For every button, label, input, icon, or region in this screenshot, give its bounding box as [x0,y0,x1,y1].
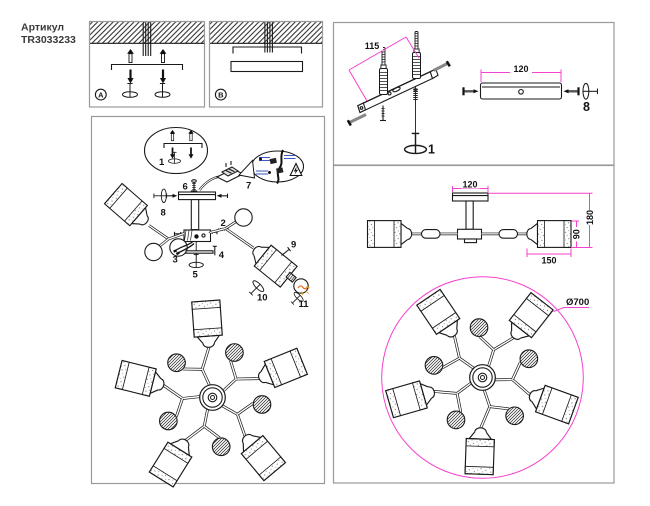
part-number-7: 7 [246,181,251,192]
cross-bar [479,82,563,100]
dim-shade-150: 150 [526,248,572,266]
hardware-panel: 1 115 8 120 [332,21,615,166]
arm-screw-left [346,113,367,127]
exploded-view-panel: 1 7 6 [90,115,326,488]
bracket-dimension-115: 115 [348,36,420,102]
decor-ball-top [252,395,272,414]
bar-dimension-120: 120 [480,64,562,82]
wire-bundle [142,22,152,56]
part-number-10: 10 [257,293,268,304]
anchor-quantity: 1 [428,143,435,157]
bracket-screw-below [380,105,386,122]
callout-wiring-detail [238,149,305,185]
canopy-side-screw-right [216,193,229,198]
part-number-4: 4 [219,250,225,261]
canopy-plate [177,191,217,201]
part-number-3: 3 [173,255,178,266]
part-number-5: 5 [193,270,199,281]
machine-screw [413,88,418,101]
article-label: Артикул [21,22,64,34]
decor-ball [144,242,163,262]
dimensions-panel: 120 150 90 180 Ø700 [332,164,615,484]
screw-quantity: 8 [583,100,590,114]
dim-canopy-120: 120 [452,180,489,192]
ceiling-hatch [90,22,204,44]
part-number-1: 1 [159,157,165,168]
dim-120-bar: 120 [513,64,528,74]
decor-ball-side [420,229,441,239]
panel-a-badge [94,88,107,101]
dim-120: 120 [462,180,477,190]
dim-total-180: 180 [488,192,595,248]
ceiling-hatch [210,22,322,44]
decor-ball-top [519,349,539,369]
bottom-cover-bar [185,250,214,254]
mounting-bracket-line [163,142,203,148]
diameter-circle: Ø700 [381,276,589,479]
dim-115: 115 [365,41,380,51]
mounting-bracket-line [232,46,303,54]
part-number-11: 11 [299,299,310,310]
panel-a-letter: A [98,90,104,99]
right-arm [209,219,255,250]
part-number-2: 2 [221,218,226,229]
article-code: TR3033233 [21,34,76,46]
arm-screw-right [432,60,451,72]
light-bulb [285,271,310,296]
decor-ball [234,208,253,227]
callout-anchor-detail [143,126,209,175]
decor-ball-top [505,406,524,426]
decor-ball-top [225,343,244,362]
decor-ball-side [498,229,519,239]
stem-tube [190,199,200,231]
wire-ball-detail [169,238,195,257]
panel-b-badge [214,88,227,101]
panel-a-mounting-diagram: A [88,20,206,108]
panel-b-letter: B [218,90,224,99]
hub-cap [463,238,478,244]
panel-b-mounting-diagram: B [208,20,324,108]
canopy-plate [230,60,304,73]
part-number-8: 8 [161,208,166,219]
dim-150: 150 [541,256,556,266]
decor-ball-top [446,410,466,430]
cover-screw [212,245,217,256]
hub-plate [183,229,212,243]
filament [297,285,308,290]
bar-screw-left [462,87,479,96]
bar-screw-right [563,87,580,96]
shade-screw-9 [281,246,292,256]
mounting-bracket-line [110,63,184,70]
decor-ball-top [211,437,231,457]
stem-tube [465,200,474,230]
canopy-screw [190,179,198,192]
canopy-plate [451,192,489,202]
dim-90: 90 [572,229,582,239]
decor-ball-top [424,356,444,375]
dim-diameter: Ø700 [566,297,589,308]
decor-ball-top [159,411,178,431]
dim-180: 180 [585,210,595,225]
chandelier-top-view-large [385,288,579,476]
chandelier-top-view-small [114,299,308,488]
warning-triangle-icon [289,162,303,177]
hub-box [456,228,483,240]
side-view [366,192,572,248]
part-number-6: 6 [183,182,188,193]
part-number-9: 9 [291,240,296,251]
decor-ball-top [167,353,186,373]
decor-ball-top [469,318,489,337]
